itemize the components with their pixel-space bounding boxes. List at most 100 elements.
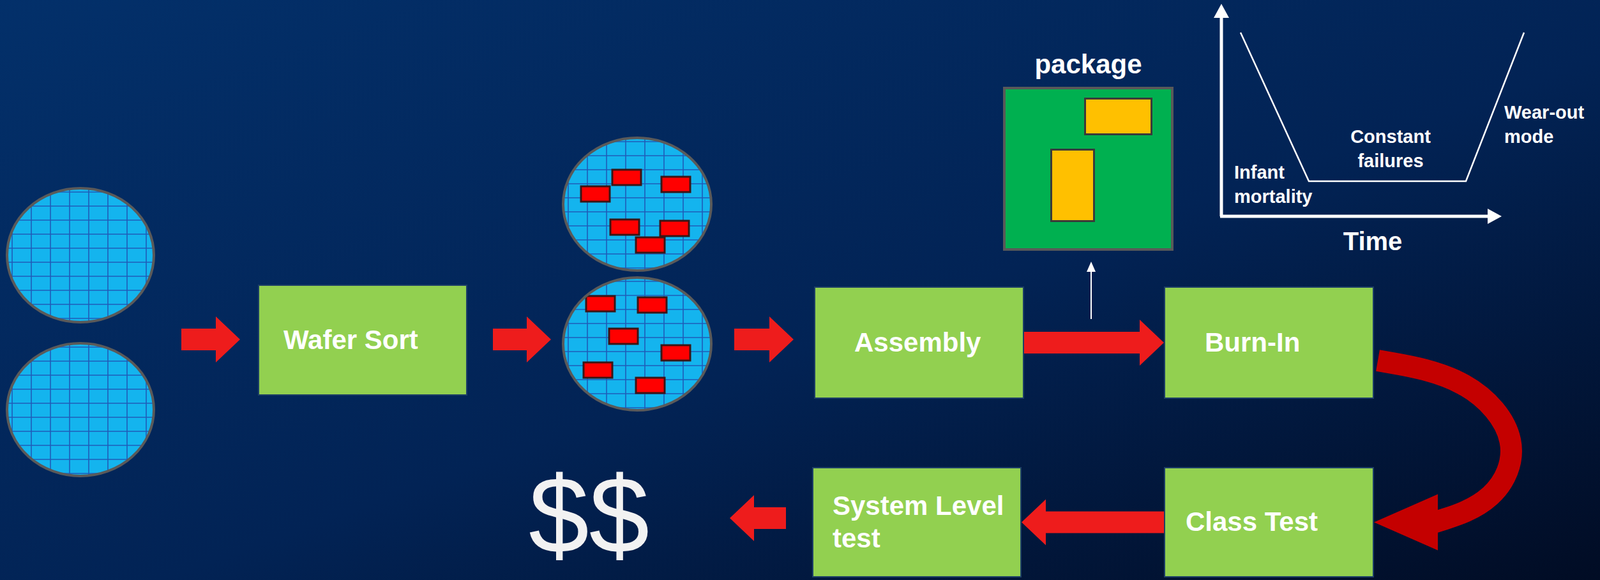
wafer-disc	[563, 277, 712, 411]
grid-line	[107, 188, 109, 323]
chip-die	[1050, 148, 1095, 223]
flow-arrow	[1373, 360, 1512, 551]
bad-die	[637, 297, 667, 313]
chip-die	[1084, 97, 1153, 136]
process-box: Class Test	[1163, 467, 1374, 578]
grid-line	[7, 261, 154, 264]
flow-arrow	[492, 316, 551, 363]
grid-line	[563, 280, 712, 283]
wafer-disc	[7, 343, 154, 477]
axis-label: Time	[1315, 227, 1431, 256]
grid-line	[30, 343, 32, 477]
grid-line	[88, 188, 90, 323]
x-axis	[1220, 215, 1489, 219]
bad-die	[635, 237, 665, 253]
wafer-rim	[563, 137, 712, 271]
wafer	[7, 343, 154, 477]
pointer-line	[1090, 270, 1092, 320]
wafer	[7, 188, 154, 323]
grid-line	[7, 275, 154, 278]
grid-line	[49, 188, 52, 323]
wafer-grid	[7, 343, 154, 477]
flow-arrow	[729, 495, 786, 542]
grid-line	[563, 141, 712, 143]
wafer-rim	[563, 277, 712, 411]
step-name: Class Test	[1185, 506, 1318, 539]
grid-line	[7, 233, 154, 235]
grid-line	[11, 188, 13, 323]
wafer-rim	[7, 188, 154, 323]
wafer-grid	[563, 277, 712, 411]
package-box: package	[1003, 86, 1174, 251]
axis-arrowhead	[1213, 3, 1230, 18]
grid-line	[7, 430, 154, 433]
bad-die	[586, 296, 615, 312]
wafer-disc	[7, 188, 154, 323]
grid-line	[682, 137, 684, 271]
grid-line	[567, 277, 569, 411]
flow-arrow	[1024, 319, 1164, 366]
bad-die	[609, 328, 638, 345]
grid-line	[7, 289, 154, 292]
grid-line	[68, 188, 71, 323]
flow-arrow	[734, 316, 794, 363]
grid-line	[625, 137, 627, 271]
grid-line	[701, 137, 703, 271]
step-name: Assembly	[854, 326, 981, 359]
grid-line	[68, 343, 71, 477]
arrow-head	[1373, 494, 1438, 551]
grid-line	[7, 445, 154, 447]
wafer	[563, 137, 712, 271]
bad-die	[661, 176, 691, 193]
grid-line	[126, 188, 128, 323]
grid-line	[126, 343, 128, 477]
grid-line	[586, 137, 589, 271]
bad-die	[583, 362, 613, 378]
grid-line	[7, 191, 154, 193]
grid-line	[563, 323, 712, 325]
grid-line	[88, 343, 90, 477]
grid-line	[7, 219, 154, 221]
grid-line	[11, 343, 13, 477]
grid-line	[145, 188, 147, 323]
grid-line	[7, 317, 154, 320]
bad-die	[635, 377, 665, 394]
grid-line	[7, 473, 154, 475]
curve-label: Constant failures	[1339, 125, 1442, 174]
bad-die	[660, 220, 689, 237]
curve-label: Infant mortality	[1234, 160, 1321, 209]
failure-curve	[1240, 32, 1525, 182]
grid-line	[49, 343, 52, 477]
flow-arrow	[181, 316, 241, 363]
arrow-body	[1377, 360, 1512, 523]
grid-line	[7, 374, 154, 377]
curve-label: Wear-out mode	[1504, 100, 1594, 149]
wafer-disc	[563, 137, 712, 271]
grid-line	[7, 388, 154, 391]
grid-line	[7, 459, 154, 461]
arrow-body	[1021, 499, 1164, 546]
grid-line	[563, 211, 712, 213]
grid-line	[701, 277, 703, 411]
process-box: Burn-In	[1163, 286, 1374, 400]
bad-die	[661, 345, 691, 361]
bathtub-chart	[1213, 3, 1525, 225]
grid-line	[145, 343, 147, 477]
step-name: Wafer Sort	[283, 324, 419, 357]
wafer-grid	[563, 137, 712, 271]
grid-line	[605, 137, 608, 271]
arrow-body	[1024, 319, 1164, 366]
grid-line	[563, 407, 712, 409]
bad-die	[610, 219, 640, 235]
currency-mark: $$	[528, 460, 670, 570]
grid-line	[567, 137, 569, 271]
wafer-rim	[7, 343, 154, 477]
step-name: Burn-In	[1204, 326, 1300, 359]
flow-arrow	[1021, 499, 1164, 546]
process-box: Assembly	[814, 286, 1025, 400]
bad-die	[612, 169, 642, 186]
process-box: Wafer Sort	[257, 284, 468, 396]
wafer-grid	[7, 188, 154, 323]
